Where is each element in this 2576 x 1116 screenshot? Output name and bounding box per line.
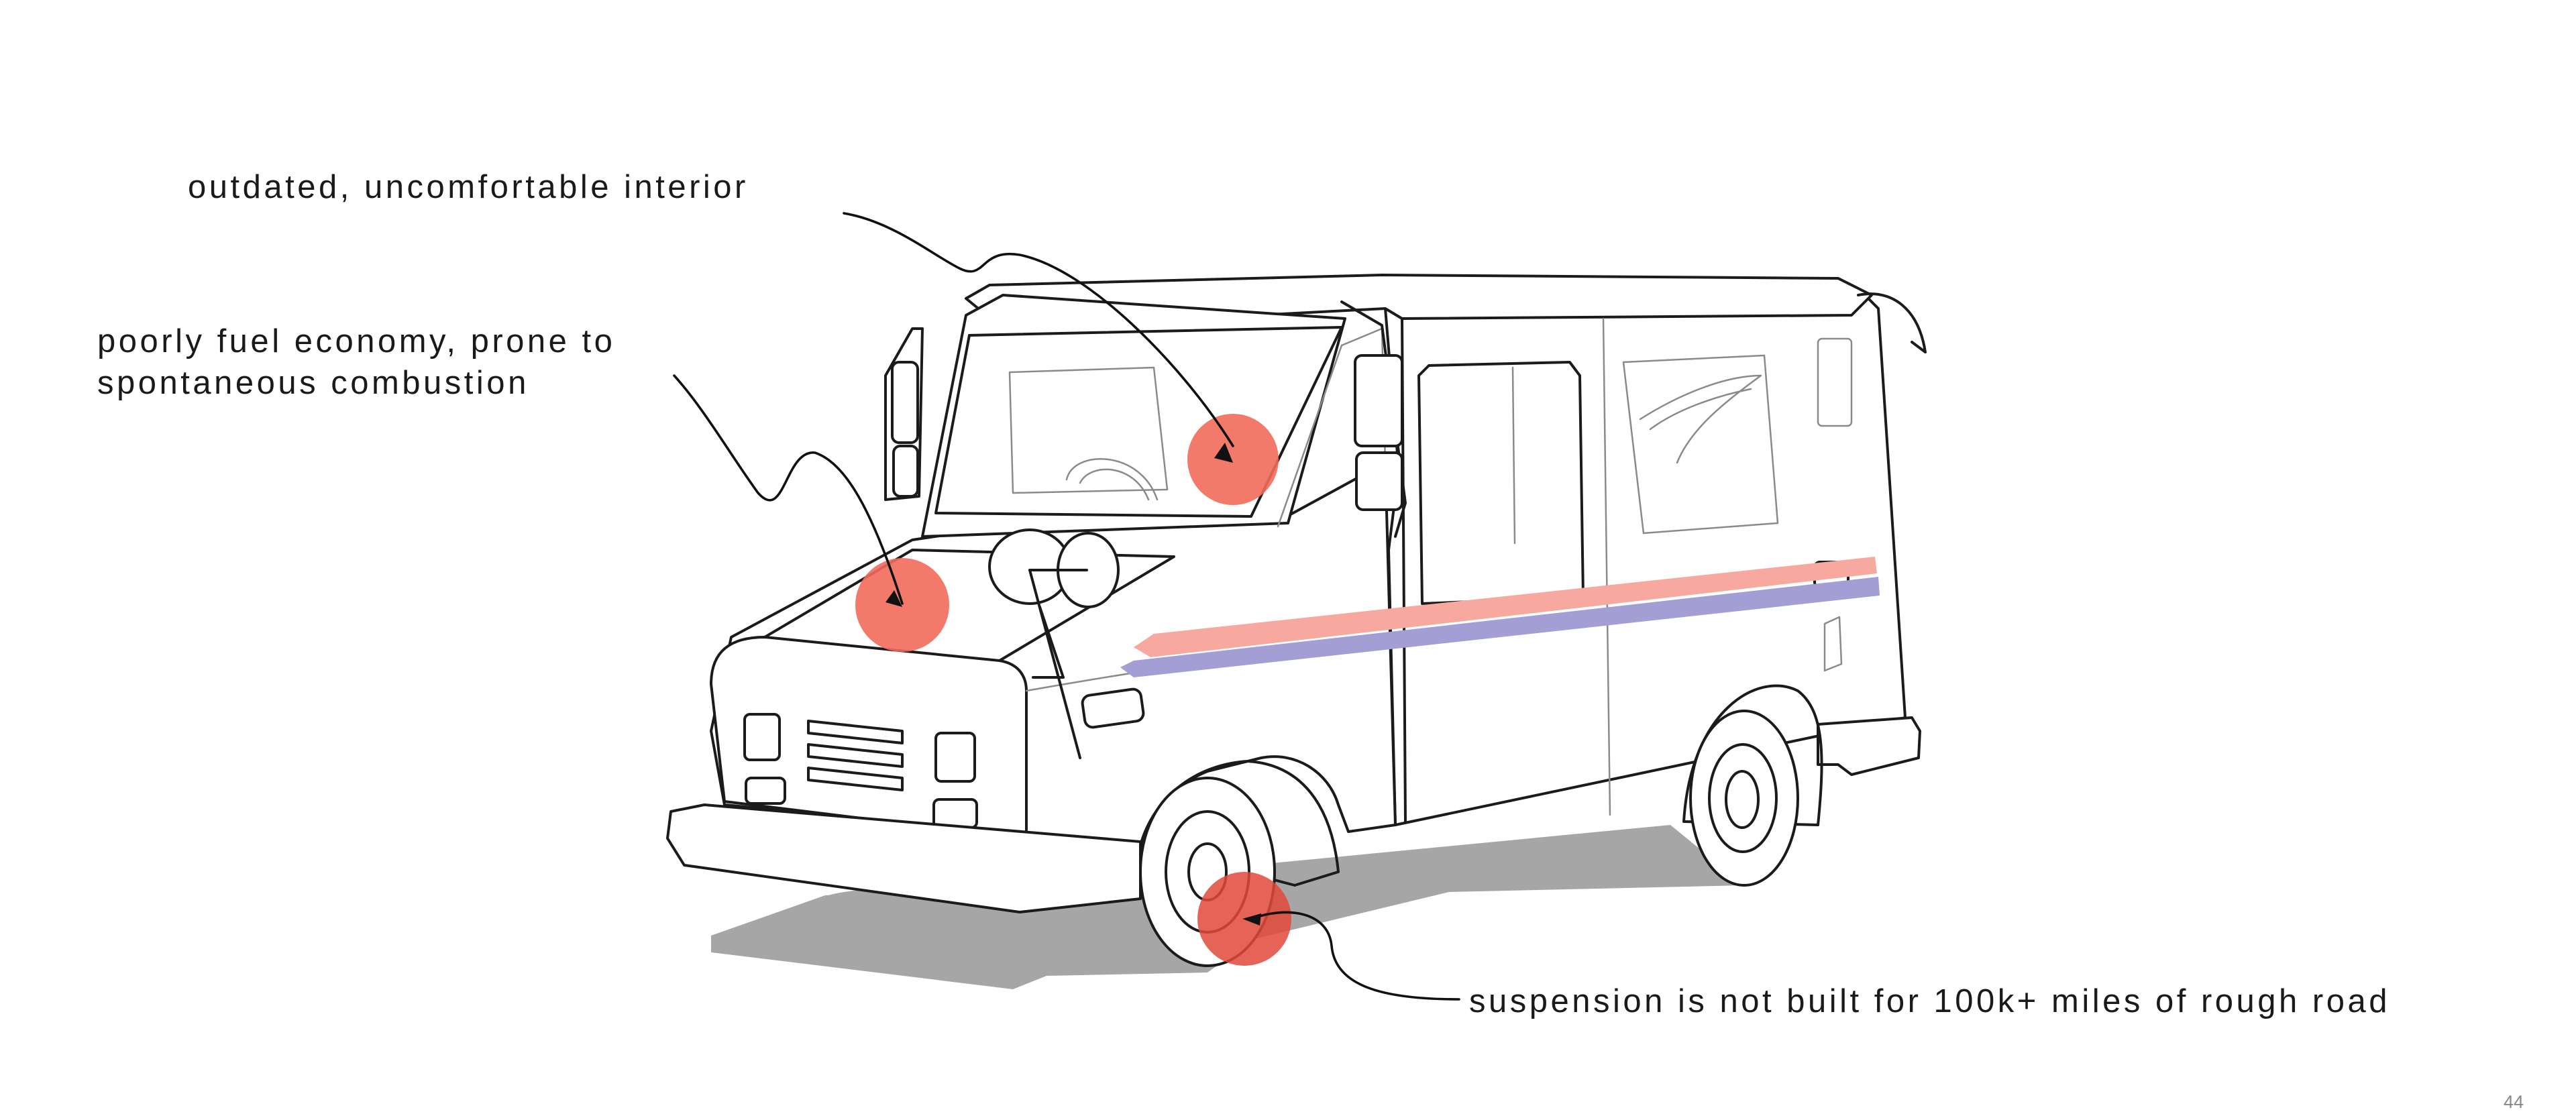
grille [743, 713, 978, 829]
rear-wheel [1689, 710, 1799, 887]
door-window [1417, 361, 1585, 605]
front-bumper [666, 803, 1142, 913]
fuel-leader [673, 374, 904, 605]
interior-leader [843, 212, 1234, 447]
interior-hotspot [1187, 414, 1279, 505]
blue-stripe [1120, 577, 1880, 677]
fuel-hotspot [855, 558, 949, 652]
eagle-logo-icon [1622, 354, 1779, 535]
fuel-annotation-line-1: poorly fuel economy, prone to [97, 323, 616, 359]
right-mirror [1354, 354, 1403, 511]
red-stripe [1134, 557, 1877, 657]
interior-annotation: outdated, uncomfortable interior [188, 169, 749, 205]
left-mirror [884, 327, 924, 501]
fuel-annotation: poorly fuel economy, prone to spontaneou… [97, 321, 615, 404]
fuel-annotation-line-2: spontaneous combustion [97, 365, 529, 401]
rear-bumper [1817, 716, 1921, 776]
suspension-annotation: suspension is not built for 100k+ miles … [1469, 983, 2390, 1019]
suspension-leader [1250, 911, 1460, 1001]
hood-mirror [988, 528, 1120, 759]
page-number: 44 [2503, 1092, 2524, 1112]
